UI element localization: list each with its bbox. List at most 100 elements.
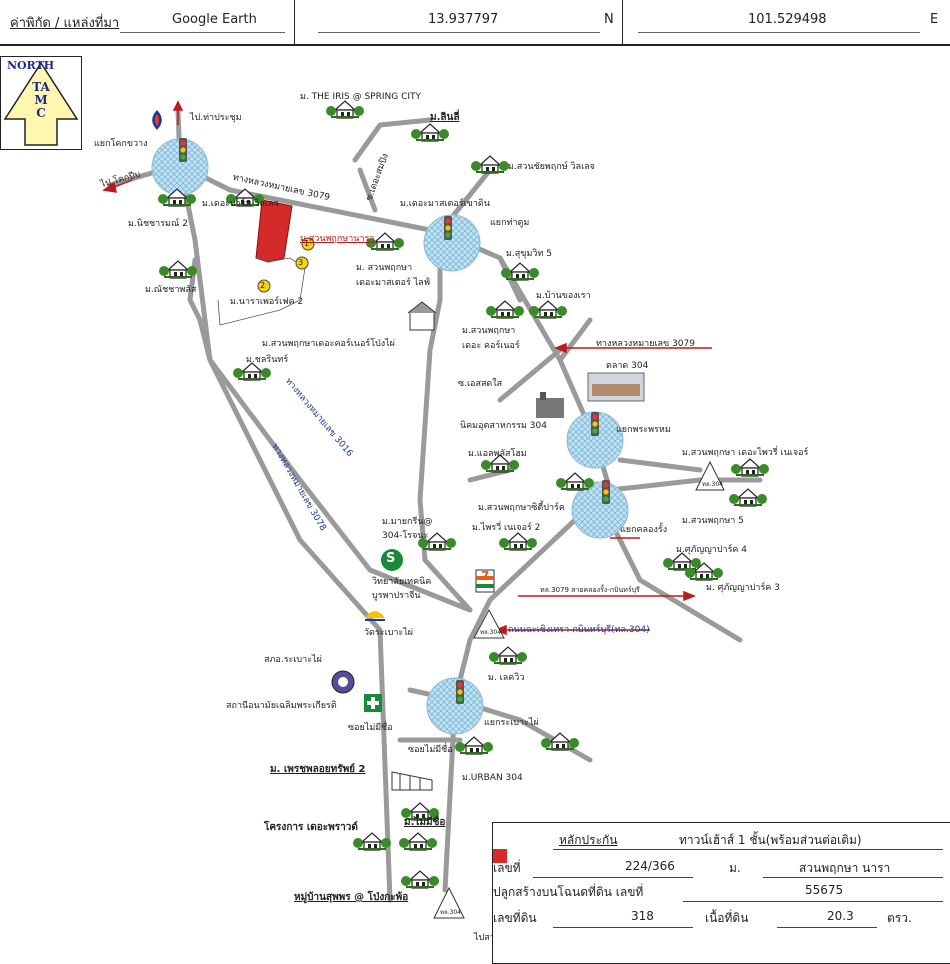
label-tech2: บูรพาปราจีน	[372, 591, 421, 601]
label-phra-phrom: แยกพระพรหม	[616, 425, 671, 435]
label-industrial: นิคมอุตสาหกรรม 304	[460, 421, 547, 431]
label-suphap: หมู่บ้านสุพพร @ โป่งกะพ้อ	[294, 892, 409, 903]
hospital-cross-icon	[364, 694, 382, 712]
route-304-badge	[695, 460, 725, 491]
label-sor-tor: สภอ.ระเบาะไผ่	[264, 655, 322, 665]
label-project: โครงการ เดอะพราวด์	[264, 822, 358, 833]
label-corner2: เดอะ คอร์เนอร์	[462, 341, 520, 351]
collateral-label: หลักประกัน	[559, 833, 618, 847]
label-alpha: ม.แอลพลัสโฮม	[468, 449, 527, 459]
label-iris: ม. THE IRIS @ SPRING CITY	[300, 92, 422, 102]
route-304-badge	[433, 886, 465, 919]
moo-label: ม.	[729, 861, 741, 875]
label-linlee: ม.ลินลี่	[430, 112, 460, 123]
condo-icon	[407, 301, 437, 331]
label-tech1: วิทยาลัยเทคนิค	[372, 577, 432, 587]
area-label: เนื้อที่ดิน	[705, 911, 749, 925]
factory-icon	[536, 392, 564, 418]
label-wat: วัดระเบาะไผ่	[364, 628, 414, 638]
label-sukhumvit: ม.สุขุมวิท 5	[506, 249, 552, 259]
label-soi-noname: ซอยไม่มีชื่อ	[348, 723, 393, 733]
brand-text: TAMC	[32, 80, 50, 120]
label-master-khaodin: ม.เดอะมาสเตอร์เขาดิน	[400, 199, 490, 209]
label-soi-esdel: ซ.เอสสดใส	[458, 379, 503, 389]
label-master-villa: ม.เดอะปาร์ม วิลเลจ	[202, 199, 279, 209]
housing-plot-icon	[391, 771, 433, 791]
label-corner-pinpai: ม.สวนพฤกษาเดอะคอร์เนอร์โป่งไผ่	[262, 339, 395, 349]
seven-eleven-icon	[475, 569, 495, 593]
label-khlong-rang: แยกคลองรั้ง	[620, 525, 668, 535]
coordinate-header: ค่าพิกัด / แหล่งที่มา Google Earth 13.93…	[0, 0, 950, 46]
label-route3079: ทล.3079 สายคลองรั้ง-กบินทร์บุรี	[540, 586, 640, 594]
badge-text: ทล.304	[702, 481, 723, 488]
label-rabao-junction: แยกระเบาะไผ่	[484, 718, 539, 728]
label-suan-master: ม. สวนพฤกษา	[356, 263, 413, 273]
label-mai-mi: ม.ไม่มีชื่อ	[404, 817, 446, 828]
label-phet: ม. เพรชพลอยทรัพย์ 2	[270, 764, 366, 775]
collateral-info-box: หลักประกัน ทาวน์เฮ้าส์ 1 ชั้น(พร้อมส่วนต…	[492, 822, 950, 964]
label-soi-noname2: ซอยไม่มีชื่อ	[408, 745, 453, 755]
longitude-value: 101.529498	[748, 12, 827, 27]
temple-icon	[365, 611, 385, 621]
marker-1: 1	[304, 239, 310, 248]
label-kanya4: ม.ศุภัญญาปาร์ค 4	[676, 545, 748, 555]
label-khok-kwang: แยกโคกขวาง	[94, 139, 148, 149]
lat-direction: N	[604, 12, 614, 27]
marker-2: 2	[260, 281, 266, 290]
location-map	[102, 100, 770, 919]
coord-label: ค่าพิกัด / แหล่งที่มา	[10, 16, 120, 31]
area-unit: ตรว.	[887, 911, 912, 925]
land-no-label: เลขที่ดิน	[493, 911, 537, 925]
subject-color-swatch	[493, 849, 507, 863]
label-kanya3: ม. ศุภัญญาปาร์ค 3	[706, 583, 780, 593]
north-compass-logo: NORTH TAMC	[0, 56, 82, 150]
label-baan-khong: ม.บ้านของเรา	[536, 291, 591, 301]
latitude-value: 13.937797	[428, 12, 499, 27]
north-text: NORTH	[7, 59, 55, 72]
label-maigreen2: 304-โรจนะ	[382, 531, 429, 541]
village-name: สวนพฤกษา นารา	[799, 861, 891, 875]
label-subject: ม.สวนพฤกษานารา	[300, 234, 375, 244]
seven-text: 7	[481, 569, 490, 583]
house-number: 224/366	[625, 859, 675, 873]
label-chonrin: ม.ชลรินทร์	[246, 355, 289, 365]
label-lakeview: ม. เลควิว	[488, 673, 525, 683]
label-chadcha: ม.ณัชชาพลัส	[145, 285, 197, 295]
subject-parcel	[255, 199, 293, 263]
label-market: ตลาด 304	[606, 361, 649, 371]
fuel-icon	[152, 110, 162, 130]
label-health: สถานีอนามัยเฉลิมพระเกียรติ	[226, 701, 337, 711]
label-master-life: เดอะมาสเตอร์ ไลฟ์	[356, 278, 431, 288]
lon-direction: E	[930, 12, 939, 27]
deed-label: ปลูกสร้างบนโฉนดที่ดิน เลขที่	[493, 885, 644, 899]
source-value: Google Earth	[172, 12, 257, 27]
label-suan-tree: ม.สวนพฤกษา เดอะไพวรี่ เนเจอร์	[682, 448, 809, 458]
label-tha-prachum: ไป.ท่าประชุม	[190, 113, 242, 123]
label-city-park: ม.สวนพฤกษาซิตี้ปาร์ค	[478, 503, 565, 513]
label-pryce: ม.ไพรวี่ เนเจอร์ 2	[472, 523, 541, 533]
label-suan5: ม.สวนพฤกษา 5	[682, 516, 744, 526]
road-network	[107, 107, 763, 903]
land-outline	[217, 257, 306, 326]
route-304-badge	[473, 608, 505, 639]
label-road304: ถนนฉะเชิงเทรา-กบินทร์บุรี(ทล.304)	[508, 625, 650, 635]
badge-text: ทล.304	[480, 629, 501, 636]
label-chaiphruk: ม.สวนชัยพฤกษ์ วิลเลจ	[508, 162, 595, 172]
label-corner1: ม.สวนพฤกษา	[462, 326, 516, 336]
police-icon	[331, 670, 355, 694]
label-urban: ม.URBAN 304	[462, 773, 523, 783]
badge-text: ทล.304	[440, 909, 461, 916]
school-marker: S	[386, 551, 396, 566]
label-maigreen1: ม.มายกรีน@	[382, 517, 433, 527]
land-no: 318	[631, 909, 654, 923]
deed-number: 55675	[805, 883, 844, 897]
collateral-type: ทาวน์เฮ้าส์ 1 ชั้น(พร้อมส่วนต่อเติม)	[679, 833, 862, 847]
market-photo-icon	[587, 372, 645, 402]
label-nithi: ม.นิชชารมณ์ 2	[128, 219, 188, 229]
area-value: 20.3	[827, 909, 854, 923]
label-tha-tum: แยกท่าตูม	[490, 218, 530, 228]
number-label: เลขที่	[493, 861, 521, 875]
marker-3: 3	[298, 258, 304, 267]
label-hwy3079-b: ทางหลวงหมายเลข 3079	[596, 339, 695, 349]
label-nara-perfect: ม.นาราเพอร์เฟค 2	[230, 297, 304, 307]
